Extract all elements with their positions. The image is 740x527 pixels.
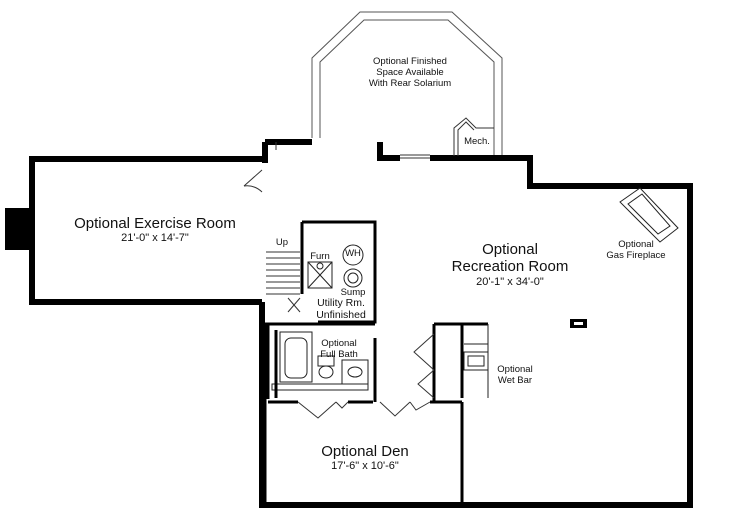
den-name: Optional Den [321, 443, 409, 460]
up-label: Up [272, 237, 292, 249]
recreation-room-label: Optional Recreation Room 20'-1" x 34'-0" [430, 241, 590, 288]
fireplace-icon [619, 187, 679, 243]
solarium-label: Optional Finished Space Available With R… [345, 56, 475, 90]
furn-text: Furn [310, 251, 330, 262]
stairs [266, 251, 301, 313]
doors [243, 142, 435, 419]
utility-line1: Utility Rm. [317, 297, 365, 309]
sump-text: Sump [340, 287, 366, 298]
sump-label: Sump [336, 287, 370, 299]
solarium-line3: With Rear Solarium [368, 77, 452, 89]
wet-bar-sink [463, 324, 489, 398]
bath-line1: Optional [321, 338, 357, 349]
recreation-room-line2: Recreation Room [451, 258, 569, 276]
bath-label: Optional Full Bath [312, 338, 366, 361]
furn-label: Furn [306, 251, 334, 263]
fireplace-line1: Optional [618, 239, 654, 250]
up-text: Up [275, 237, 289, 248]
exercise-room-dims: 21'-0" x 14'-7" [121, 232, 189, 245]
den-label: Optional Den 17'-6" x 10'-6" [290, 443, 440, 473]
wetbar-line1: Optional [497, 364, 533, 375]
bath-line2: Full Bath [320, 348, 358, 360]
recreation-room-dims: 20'-1" x 34'-0" [476, 275, 544, 288]
solarium-outline [311, 11, 503, 156]
solarium-line2: Space Available [376, 66, 444, 78]
fireplace-line2: Gas Fireplace [606, 249, 666, 261]
wh-label: WH [341, 248, 365, 260]
utility-equipment [307, 244, 364, 289]
recreation-room-line1: Optional [482, 241, 538, 258]
utility-room-label: Utility Rm. Unfinished [308, 297, 374, 321]
solarium-line1: Optional Finished [373, 56, 447, 67]
wetbar-label: Optional Wet Bar [488, 364, 542, 387]
mech-room [453, 117, 494, 156]
exercise-room-name: Optional Exercise Room [74, 215, 236, 232]
wh-text: WH [345, 248, 361, 259]
exercise-room-label: Optional Exercise Room 21'-0" x 14'-7" [60, 215, 250, 245]
mech-text: Mech. [464, 136, 490, 147]
fireplace-label: Optional Gas Fireplace [596, 239, 676, 262]
interior-walls [263, 220, 488, 502]
wetbar-line2: Wet Bar [497, 374, 533, 386]
den-dims: 17'-6" x 10'-6" [331, 460, 399, 473]
utility-line2: Unfinished [316, 309, 366, 322]
mech-label: Mech. [460, 136, 494, 148]
exercise-bumpout [5, 208, 33, 250]
bath-fixtures [271, 330, 369, 398]
